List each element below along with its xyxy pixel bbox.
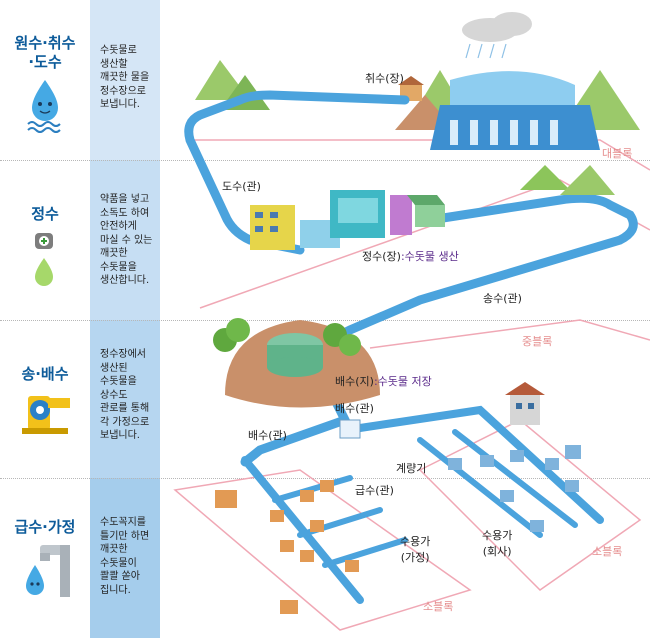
reservoir-name: 배수(지): [335, 375, 374, 388]
stage-desc-3: 정수장에서 생산된 수돗물을 상수도 관로를 통해 각 가정으로 보냅니다.: [90, 348, 160, 443]
intake-label: 취수(장): [365, 72, 404, 85]
desc-line: 보냅니다.: [100, 430, 140, 441]
distribution-pipe-right: [356, 405, 604, 524]
desc-line: 틀기만 하면: [100, 530, 150, 542]
consumer-company-label: 수용가 (회사): [482, 527, 512, 559]
consumer-company-line-2: (회사): [482, 545, 512, 558]
desc-line: 정수장에서: [100, 349, 146, 360]
desc-line: 안전하게: [100, 221, 137, 232]
distribution-pipe-left: [241, 456, 364, 604]
desc-line: 마실 수 있는: [100, 234, 153, 246]
house-icon: [448, 445, 581, 532]
desc-line: 콸콸 쏟아: [100, 571, 140, 582]
desc-line: 수돗물로: [100, 45, 137, 56]
service-pipe-5: [322, 537, 408, 568]
consumer-home-line-1: 수용가: [400, 535, 431, 548]
dam-icon: [430, 71, 600, 150]
stage-desc-1: 수돗물로 생산할 깨끗한 물을 정수장으로 보냅니다.: [90, 44, 160, 112]
desc-line: 수돗물을: [100, 376, 137, 387]
purification-plant-icon: [250, 190, 445, 250]
desc-line: 수돗물을: [100, 261, 137, 273]
row-divider-1: [0, 160, 650, 161]
desc-line: 생산할: [100, 58, 128, 70]
stage-title-4-line-1: 급수·가정: [14, 518, 76, 536]
desc-line: 수도꼭지를: [100, 517, 146, 528]
reservoir-label: 배수(지):수돗물 저장: [335, 373, 432, 389]
large-block-outline: [190, 139, 650, 171]
stage-title-1-line-2: ·도수: [28, 53, 62, 71]
stage-desc-4: 수도꼭지를 틀기만 하면 깨끗한 수돗물이 콸콸 쏟아 집니다.: [90, 516, 160, 597]
service-pipe-2: [452, 429, 578, 528]
valve-box: [339, 419, 361, 439]
distribution-pipe-label-2: 배수(관): [248, 429, 287, 442]
desc-line: 약품을 넣고: [100, 194, 150, 205]
desc-line: 깨끗한 물을: [100, 72, 150, 83]
row-divider-3: [0, 478, 650, 479]
water-drop-icon: [27, 80, 61, 133]
desc-line: 정수장으로: [100, 85, 146, 97]
stage-title-2-line-1: 정수: [31, 205, 59, 223]
stage-title-3: 송·배수: [0, 365, 90, 384]
desc-line: 깨끗한: [100, 248, 128, 259]
stage-band-3: [90, 320, 160, 478]
cloud-icon: [462, 12, 532, 59]
small-block-bottom-label: 소블록: [423, 600, 454, 613]
purification-plant-name: 정수(장): [362, 250, 401, 263]
service-pipe-1: [417, 437, 543, 538]
consumer-home-label: 수용가 (가정): [400, 533, 430, 565]
medium-block-outline-2: [369, 319, 650, 349]
faucet-icon: [26, 545, 70, 597]
consumer-company-line-1: 수용가: [482, 529, 513, 542]
conveyance-label: 도수(관): [222, 180, 261, 193]
desc-line: 소독도 하여: [100, 207, 150, 219]
desc-line: 보냅니다.: [100, 99, 140, 110]
transmission-pipe: [315, 193, 638, 350]
stage-title-2: 정수: [0, 205, 90, 224]
stage-desc-2: 약품을 넣고 소독도 하여 안전하게 마실 수 있는 깨끗한 수돗물을 생산합니…: [90, 193, 160, 288]
small-block-right-label: 소블록: [592, 545, 623, 558]
service-pipe-3: [272, 475, 353, 503]
small-block-right-outline: [418, 419, 642, 591]
stage-band-1: [90, 0, 160, 160]
consumer-home-line-2: (가정): [400, 551, 430, 564]
reservoir-note: :수돗물 저장: [373, 375, 432, 388]
row-divider-2: [0, 320, 650, 321]
desc-line: 생산합니다.: [100, 275, 150, 286]
stage-band-2: [90, 160, 160, 320]
desc-line: 각 가정으로: [100, 416, 150, 428]
desc-line: 수돗물이: [100, 557, 137, 569]
stage-title-3-line-1: 송·배수: [21, 365, 69, 383]
distribution-pipe-main: [240, 385, 352, 467]
house-icon: [215, 480, 359, 614]
large-block-label: 대블록: [602, 147, 633, 160]
stage-title-1-line-1: 원수·취수: [14, 34, 76, 52]
pump-icon: [22, 396, 70, 434]
tree-icon: [213, 318, 361, 356]
stage-title-1: 원수·취수 ·도수: [0, 34, 90, 72]
purification-plant-note: :수돗물 생산: [400, 250, 459, 263]
distribution-pipe-label-1: 배수(관): [335, 402, 374, 415]
mountain-icon: [520, 165, 615, 195]
stage-band-4: [90, 478, 160, 638]
medium-block-label: 중블록: [522, 335, 553, 348]
stage-title-4: 급수·가정: [0, 518, 90, 537]
desc-line: 관로를 통해: [100, 403, 150, 414]
purification-icon: [35, 233, 53, 286]
desc-line: 생산된: [100, 362, 128, 374]
desc-line: 상수도: [100, 389, 128, 401]
desc-line: 집니다.: [100, 584, 131, 596]
conveyance-pipe: [184, 90, 410, 255]
meter-label: 계량기: [396, 462, 427, 475]
purification-plant-label: 정수(장):수돗물 생산: [362, 248, 459, 264]
pipes: [184, 90, 638, 604]
desc-line: 깨끗한: [100, 544, 128, 555]
company-building-icon: [505, 382, 545, 425]
service-pipe-label: 급수(관): [355, 484, 394, 497]
transmission-label: 송수(관): [483, 292, 522, 305]
